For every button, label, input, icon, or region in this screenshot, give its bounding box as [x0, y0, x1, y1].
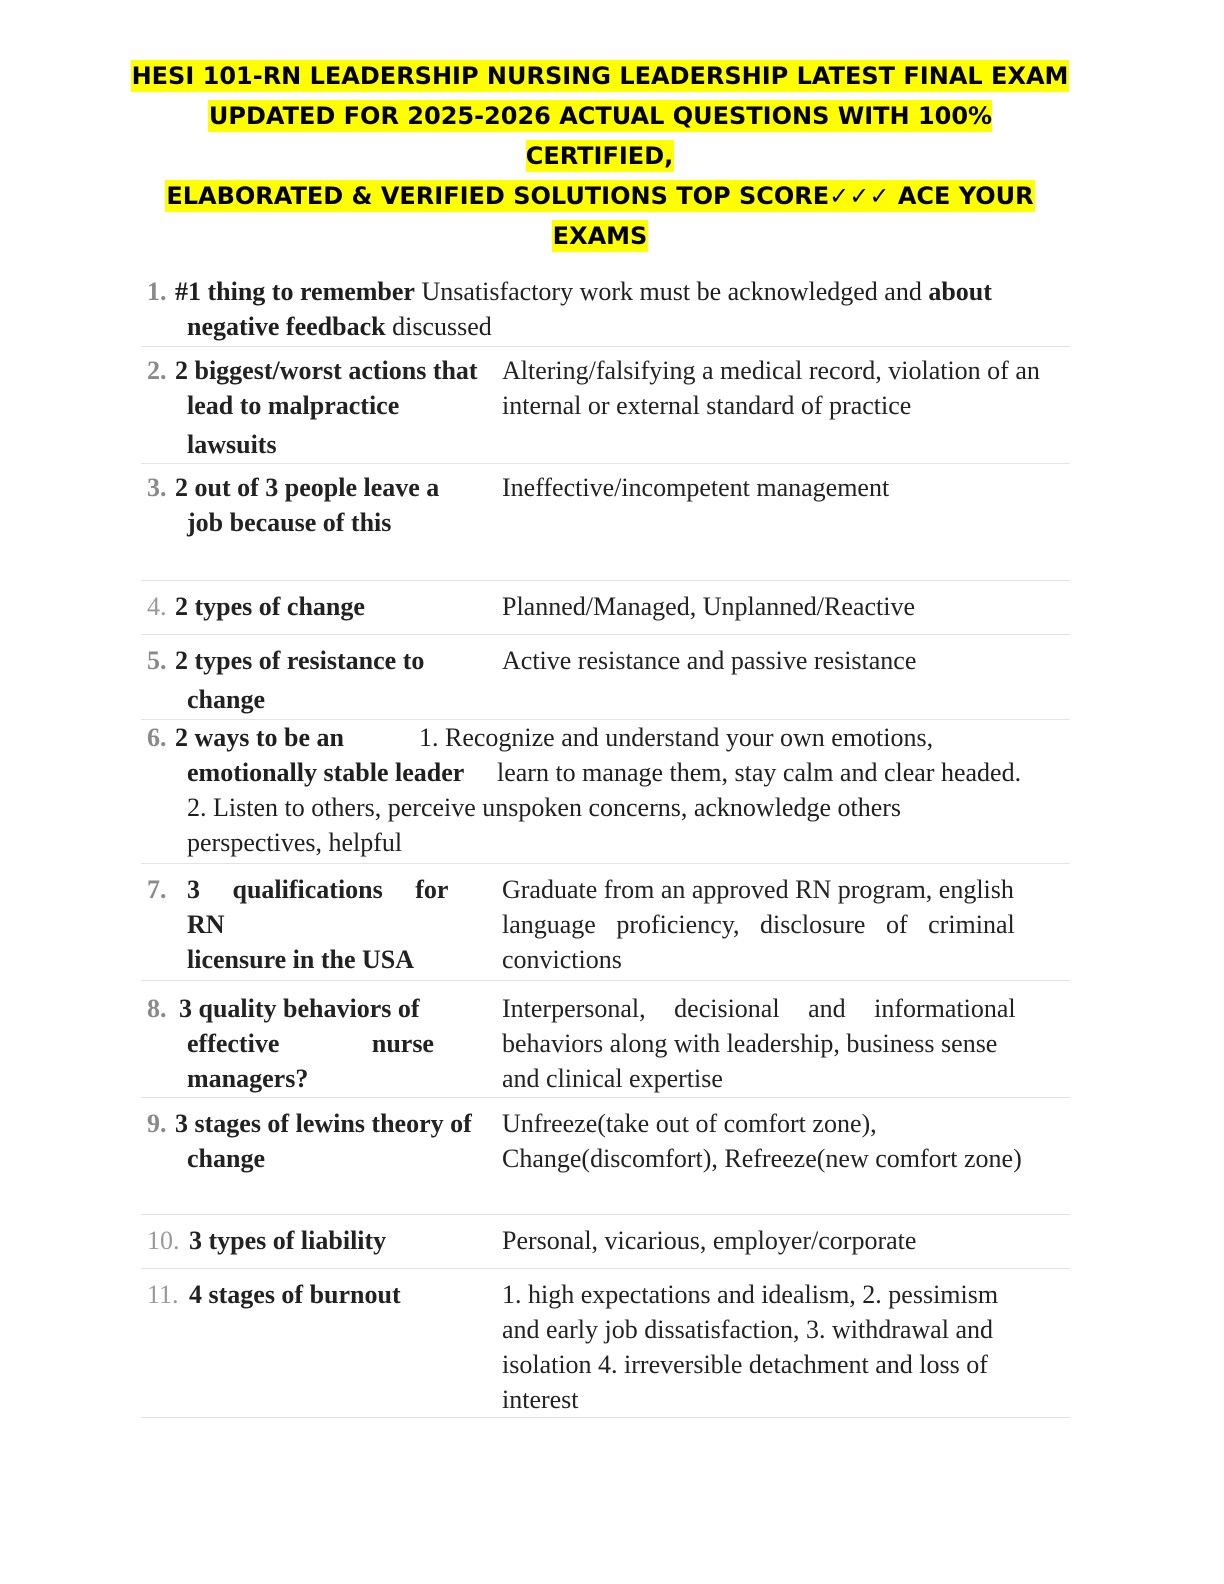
item-answer: Altering/falsifying a medical record, vi…	[502, 353, 1072, 423]
qa-item-4: 4. 2 types of change Planned/Managed, Un…	[141, 581, 1070, 635]
answer-line: and early job dissatisfaction, 3. withdr…	[502, 1315, 993, 1344]
item-term: 2 ways to be an	[175, 723, 345, 752]
answer-line: Planned/Managed, Unplanned/Reactive	[502, 592, 915, 621]
answer-line: 1. high expectations and idealism, 2. pe…	[502, 1280, 999, 1309]
item-answer: 2. Listen to others, perceive unspoken c…	[187, 793, 902, 822]
qa-item-7: 7. 3 qualifications for RN licensure in …	[141, 864, 1070, 981]
qa-item-5: 5. 2 types of resistance to change Activ…	[141, 635, 1070, 720]
term-line: 3 stages of lewins theory of	[175, 1109, 472, 1138]
item-number: 11.	[147, 1280, 179, 1309]
term-line: 2 types of change	[175, 592, 365, 621]
term-line: change	[187, 1144, 265, 1173]
item-answer: Ineffective/incompetent management	[502, 470, 1047, 505]
answer-line: interest	[502, 1385, 579, 1414]
item-term: 2 out of 3 people leave a job because of…	[175, 470, 502, 540]
answer-line: behaviors along with leadership, busines…	[502, 1029, 998, 1058]
title-line: HESI 101-RN LEADERSHIP NURSING LEADERSHI…	[130, 60, 1070, 92]
answer-line: isolation 4. irreversible detachment and…	[502, 1350, 988, 1379]
qa-item-11: 11. 4 stages of burnout 1. high expectat…	[141, 1269, 1070, 1418]
item-answer: 1. high expectations and idealism, 2. pe…	[502, 1277, 1032, 1417]
title-line: ELABORATED & VERIFIED SOLUTIONS TOP SCOR…	[165, 180, 1035, 212]
item-term: 2 biggest/worst actions that lead to mal…	[175, 353, 507, 462]
title-line: UPDATED FOR 2025-2026 ACTUAL QUESTIONS W…	[207, 100, 993, 172]
answer-line: convictions	[502, 945, 622, 974]
item-number: 10.	[147, 1226, 180, 1255]
term-line: 3 quality behaviors of	[179, 994, 420, 1023]
item-number: 7.	[147, 875, 167, 904]
term-line: job because of this	[187, 508, 392, 537]
term-line-text: 3 qualifications for RN	[187, 875, 448, 939]
qa-list: 1. #1 thing to remember Unsatisfactory w…	[141, 268, 1070, 1418]
item-answer: learn to manage them, stay calm and clea…	[497, 758, 1022, 787]
item-answer: Active resistance and passive resistance	[502, 643, 1047, 678]
item-inline-text: 2 ways to be an 1. Recognize and underst…	[175, 720, 1067, 860]
item-number: 9.	[147, 1109, 167, 1138]
item-number: 4.	[147, 592, 167, 621]
qa-item-1: 1. #1 thing to remember Unsatisfactory w…	[141, 268, 1070, 347]
item-answer: Unsatisfactory work must be acknowledged…	[421, 277, 922, 306]
item-term: 4 stages of burnout	[187, 1277, 502, 1312]
item-inline-text: #1 thing to remember Unsatisfactory work…	[175, 274, 1067, 344]
term-line: 2 biggest/worst actions that	[175, 356, 478, 385]
qa-item-9: 9. 3 stages of lewins theory of change U…	[141, 1098, 1070, 1215]
item-number: 8.	[147, 994, 167, 1023]
answer-line: Personal, vicarious, employer/corporate	[502, 1226, 917, 1255]
answer-line: and clinical expertise	[502, 1064, 723, 1093]
term-line: 3 types of liability	[189, 1226, 387, 1255]
item-term: 3 qualifications for RN licensure in the…	[187, 872, 499, 977]
item-term: 3 quality behaviors of effective nurse m…	[179, 991, 442, 1096]
item-term: emotionally stable leader	[187, 758, 465, 787]
answer-line: Change(discomfort), Refreeze(new comfort…	[502, 1144, 1022, 1173]
item-number: 3.	[147, 473, 167, 502]
answer-line: Interpersonal, decisional and informatio…	[502, 994, 1016, 1023]
term-line: lead to malpractice	[187, 391, 400, 420]
item-term: negative feedback	[187, 312, 386, 341]
term-line: lawsuits	[187, 430, 277, 459]
term-line: managers?	[187, 1064, 309, 1093]
item-answer: Personal, vicarious, employer/corporate	[502, 1223, 1047, 1258]
item-term: 3 stages of lewins theory of change	[175, 1106, 507, 1176]
item-term: #1 thing to remember	[175, 277, 415, 306]
qa-item-2: 2. 2 biggest/worst actions that lead to …	[141, 347, 1070, 464]
qa-item-10: 10. 3 types of liability Personal, vicar…	[141, 1215, 1070, 1269]
item-number: 2.	[147, 356, 167, 385]
document-title: HESI 101-RN LEADERSHIP NURSING LEADERSHI…	[130, 56, 1070, 256]
answer-line: internal or external standard of practic…	[502, 391, 912, 420]
term-line: change	[187, 685, 265, 714]
title-line: EXAMS	[551, 220, 649, 252]
term-line: licensure in the USA	[187, 945, 415, 974]
item-answer: discussed	[392, 312, 492, 341]
item-number: 6.	[147, 723, 167, 752]
qa-item-8: 8. 3 quality behaviors of effective nurs…	[141, 981, 1070, 1098]
item-term: 2 types of change	[175, 589, 502, 624]
answer-line: Ineffective/incompetent management	[502, 473, 890, 502]
term-line: 2 out of 3 people leave a	[175, 473, 440, 502]
item-answer: Planned/Managed, Unplanned/Reactive	[502, 589, 1047, 624]
item-number: 1.	[147, 277, 167, 306]
term-line: 2 types of resistance to	[175, 646, 425, 675]
item-answer: perspectives, helpful	[187, 828, 403, 857]
item-term: about	[928, 277, 992, 306]
answer-line: Active resistance and passive resistance	[502, 646, 917, 675]
term-line: effective nurse	[187, 1029, 434, 1058]
qa-item-6: 6. 2 ways to be an 1. Recognize and unde…	[141, 720, 1070, 864]
item-answer: Interpersonal, decisional and informatio…	[502, 991, 1032, 1096]
qa-item-3: 3. 2 out of 3 people leave a job because…	[141, 464, 1070, 581]
item-term: 3 types of liability	[187, 1223, 502, 1258]
item-answer: Graduate from an approved RN program, en…	[502, 872, 1047, 977]
term-line: 3 qualifications for RN	[187, 872, 499, 942]
item-answer: 1. Recognize and understand your own emo…	[419, 723, 934, 752]
item-answer: Unfreeze(take out of comfort zone), Chan…	[502, 1106, 1072, 1176]
answer-line: language proficiency, disclosure of crim…	[502, 910, 1015, 939]
answer-line: Unfreeze(take out of comfort zone),	[502, 1109, 877, 1138]
item-term: 2 types of resistance to change	[175, 643, 502, 717]
item-number: 5.	[147, 646, 167, 675]
answer-line: Altering/falsifying a medical record, vi…	[502, 356, 1040, 385]
answer-line: Graduate from an approved RN program, en…	[502, 875, 1014, 904]
term-line: 4 stages of burnout	[189, 1280, 401, 1309]
